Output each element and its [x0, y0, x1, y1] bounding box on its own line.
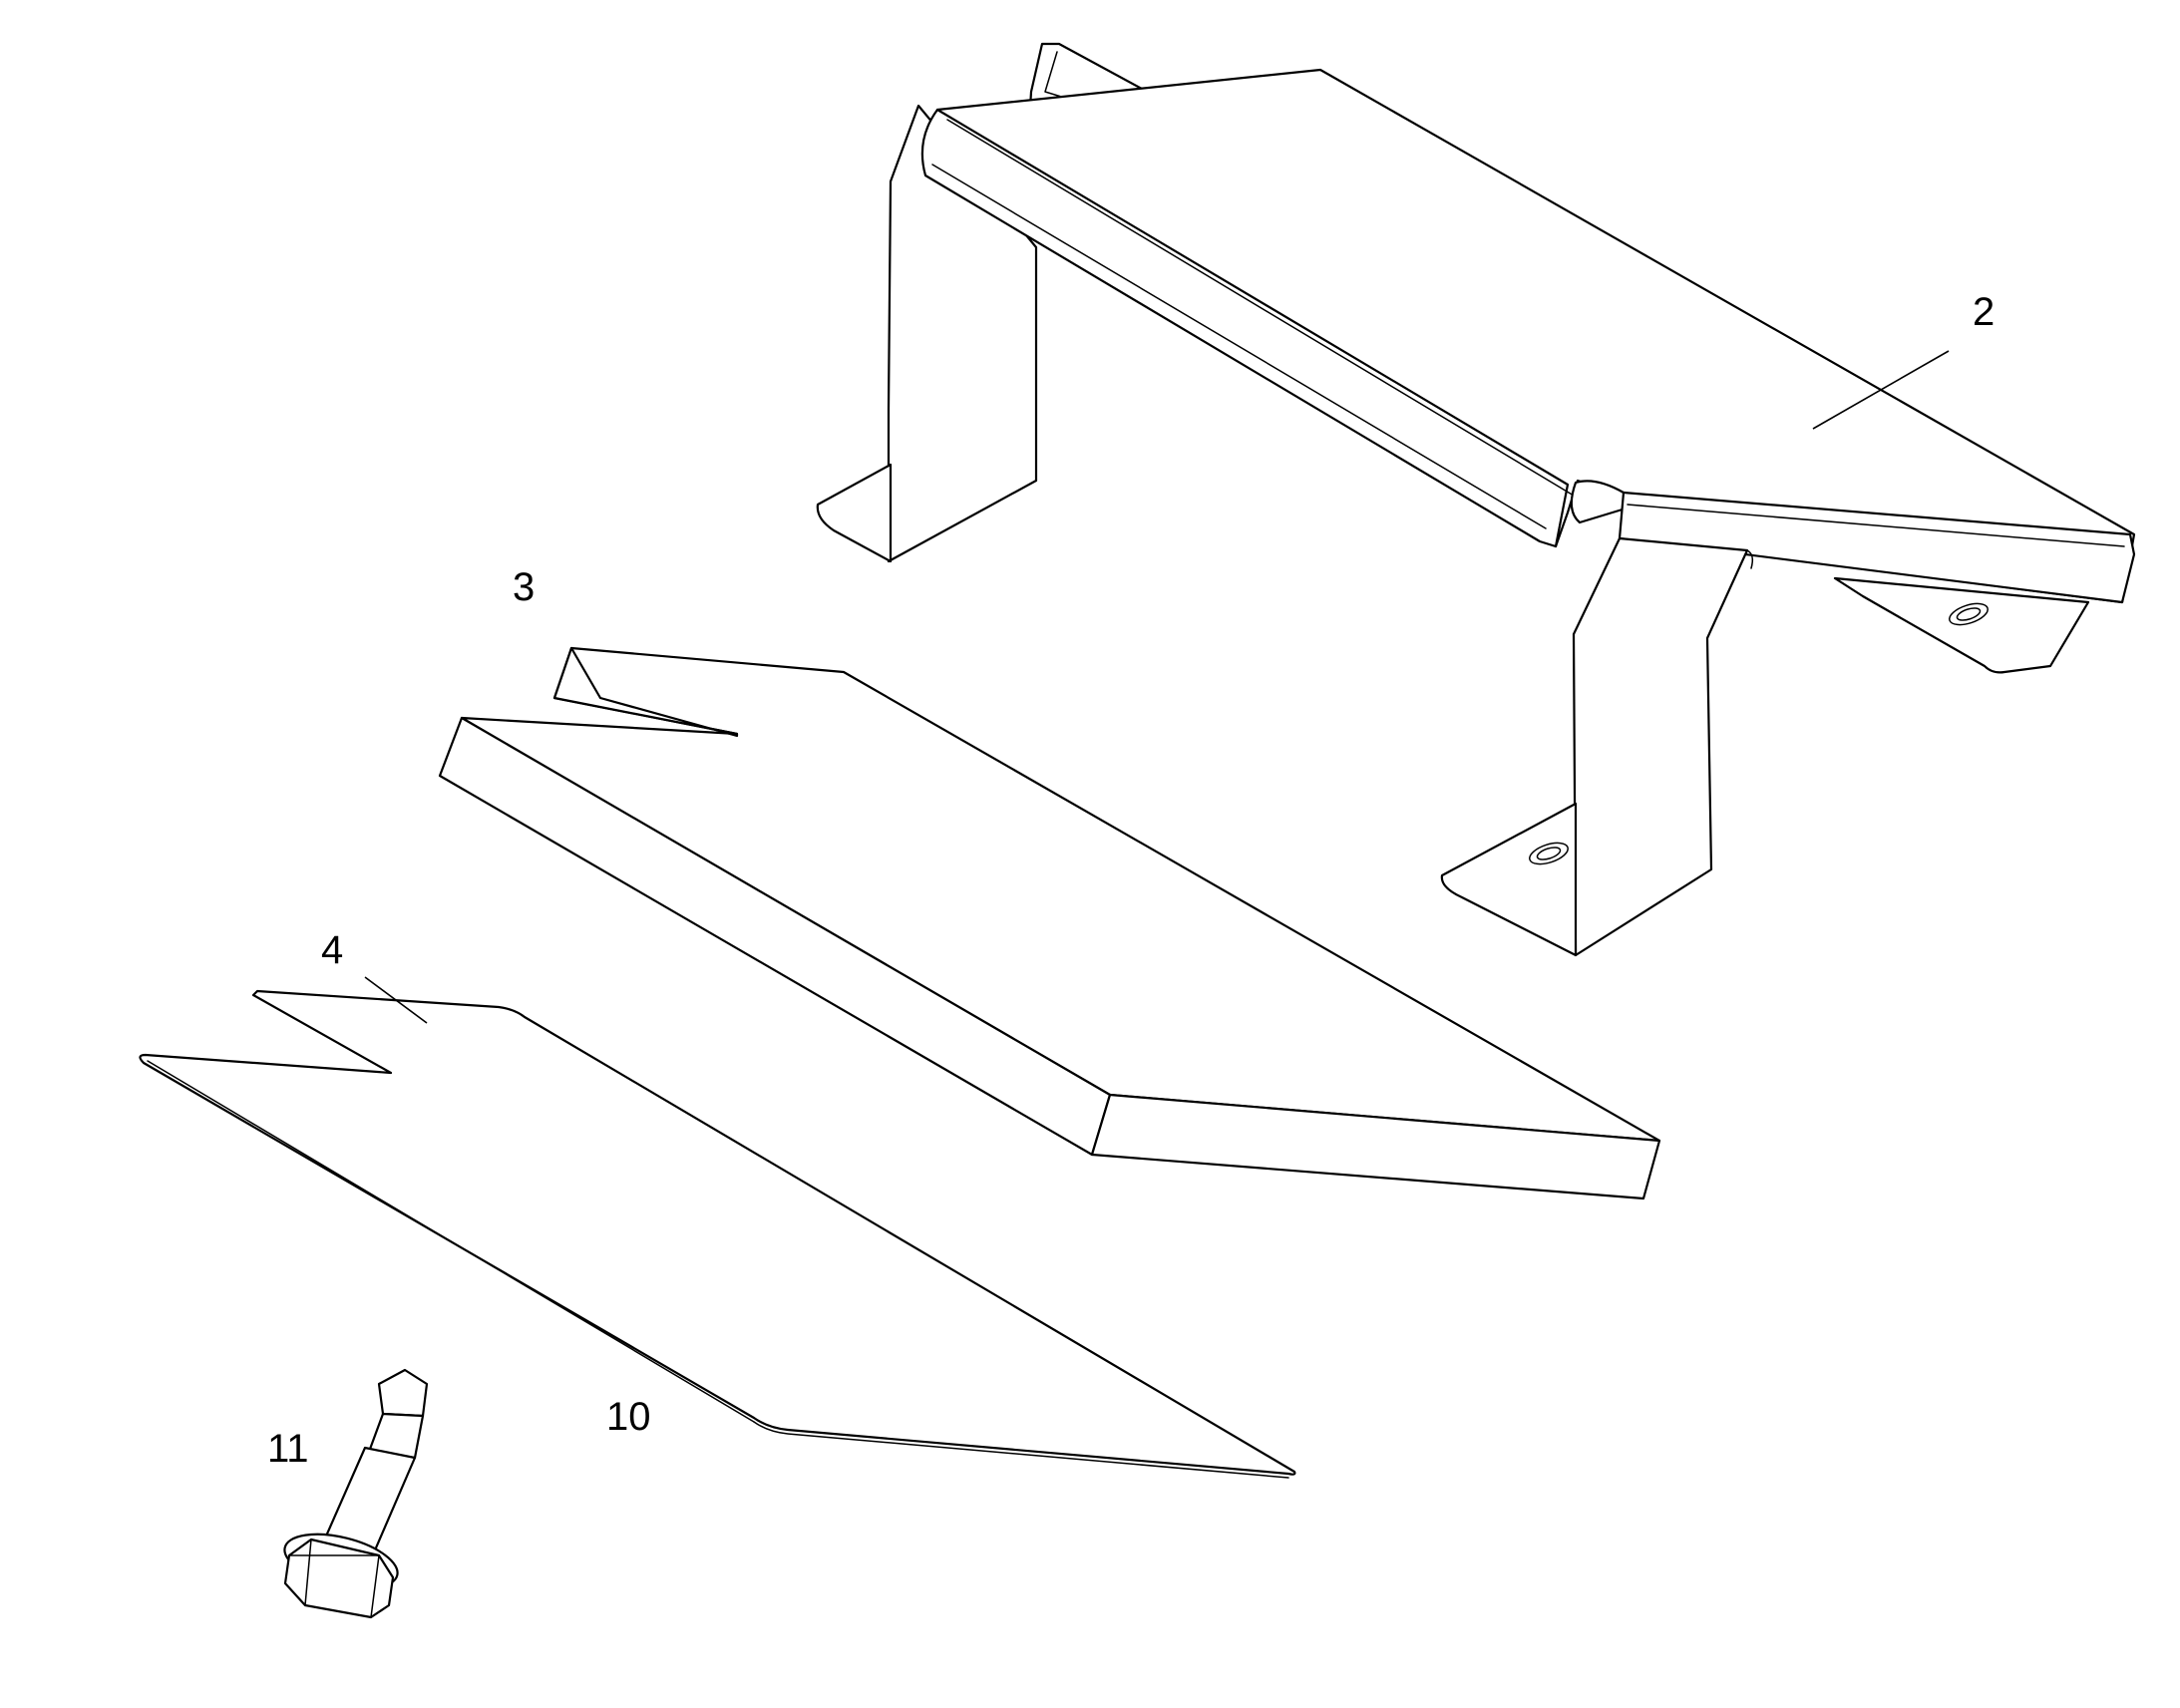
- leader-4: [364, 976, 428, 1024]
- callout-11: 11: [267, 1427, 309, 1471]
- part-2-bracket: [816, 42, 2136, 957]
- callout-3: 3: [513, 565, 535, 609]
- callout-4: 4: [321, 928, 343, 972]
- callout-2: 2: [1973, 290, 1995, 334]
- part-11-bolt: [283, 1368, 429, 1619]
- part-3-pad: [438, 646, 1661, 1200]
- callout-10: 10: [606, 1395, 651, 1439]
- part-4-gasket: [139, 989, 1296, 1479]
- leader-2: [1812, 350, 1950, 430]
